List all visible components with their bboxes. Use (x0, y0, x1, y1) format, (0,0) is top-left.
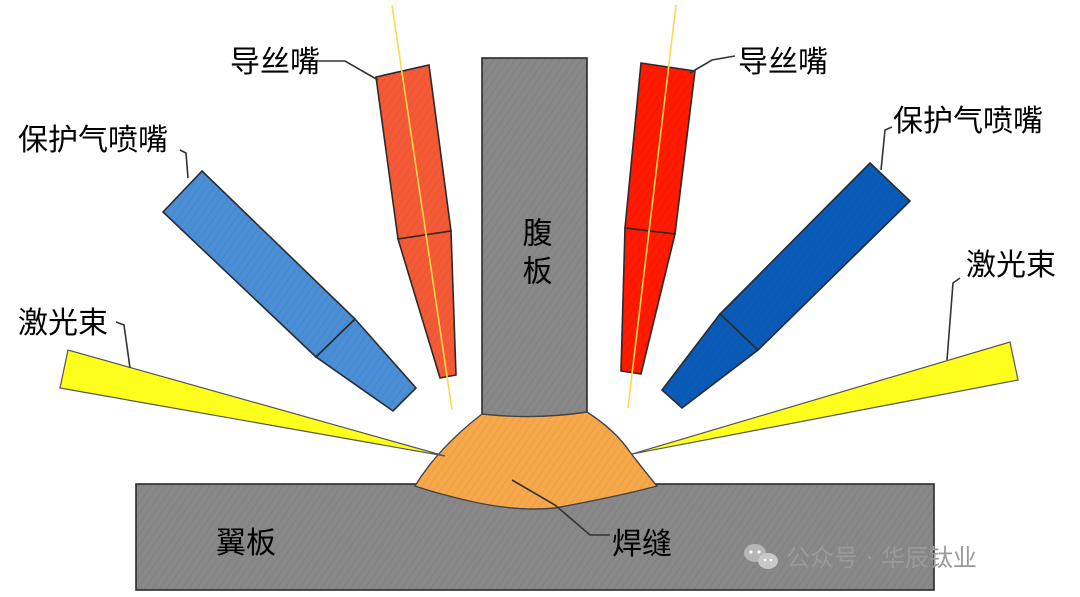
laser-beam-right (631, 341, 1019, 455)
label-flange: 翼板 (216, 526, 276, 561)
filler-wire-right (627, 4, 677, 409)
leader-gas-nozzle-right (880, 126, 893, 171)
label-gas-nozzle-left: 保护气喷嘴 (18, 123, 168, 158)
wire-nozzle-left (375, 4, 457, 411)
laser-beam-left (59, 349, 446, 457)
leader-weld (511, 479, 610, 536)
gas-nozzle-right (660, 161, 912, 410)
leader-laser-left (115, 321, 131, 369)
label-weld: 焊缝 (612, 527, 672, 562)
label-web: 腹板 (517, 217, 553, 293)
leader-laser-right (946, 277, 961, 361)
label-laser-right: 激光束 (966, 248, 1056, 283)
watermark-text: 公众号 · 华辰钛业 (786, 544, 977, 572)
wire-nozzle-right (620, 4, 696, 409)
label-wire-nozzle-right: 导丝嘴 (738, 45, 828, 80)
watermark: 公众号 · 华辰钛业 (744, 544, 977, 572)
filler-wire-left (391, 4, 453, 411)
label-gas-nozzle-right: 保护气喷嘴 (893, 104, 1043, 139)
wechat-icon (744, 544, 778, 569)
label-laser-left: 激光束 (18, 306, 108, 341)
gas-nozzle-left (161, 169, 418, 413)
leader-gas-nozzle-left (179, 149, 189, 179)
label-wire-nozzle-left: 导丝嘴 (230, 45, 320, 80)
leader-wire-nozzle-left (312, 60, 379, 81)
leader-wire-nozzle-right (689, 55, 736, 74)
